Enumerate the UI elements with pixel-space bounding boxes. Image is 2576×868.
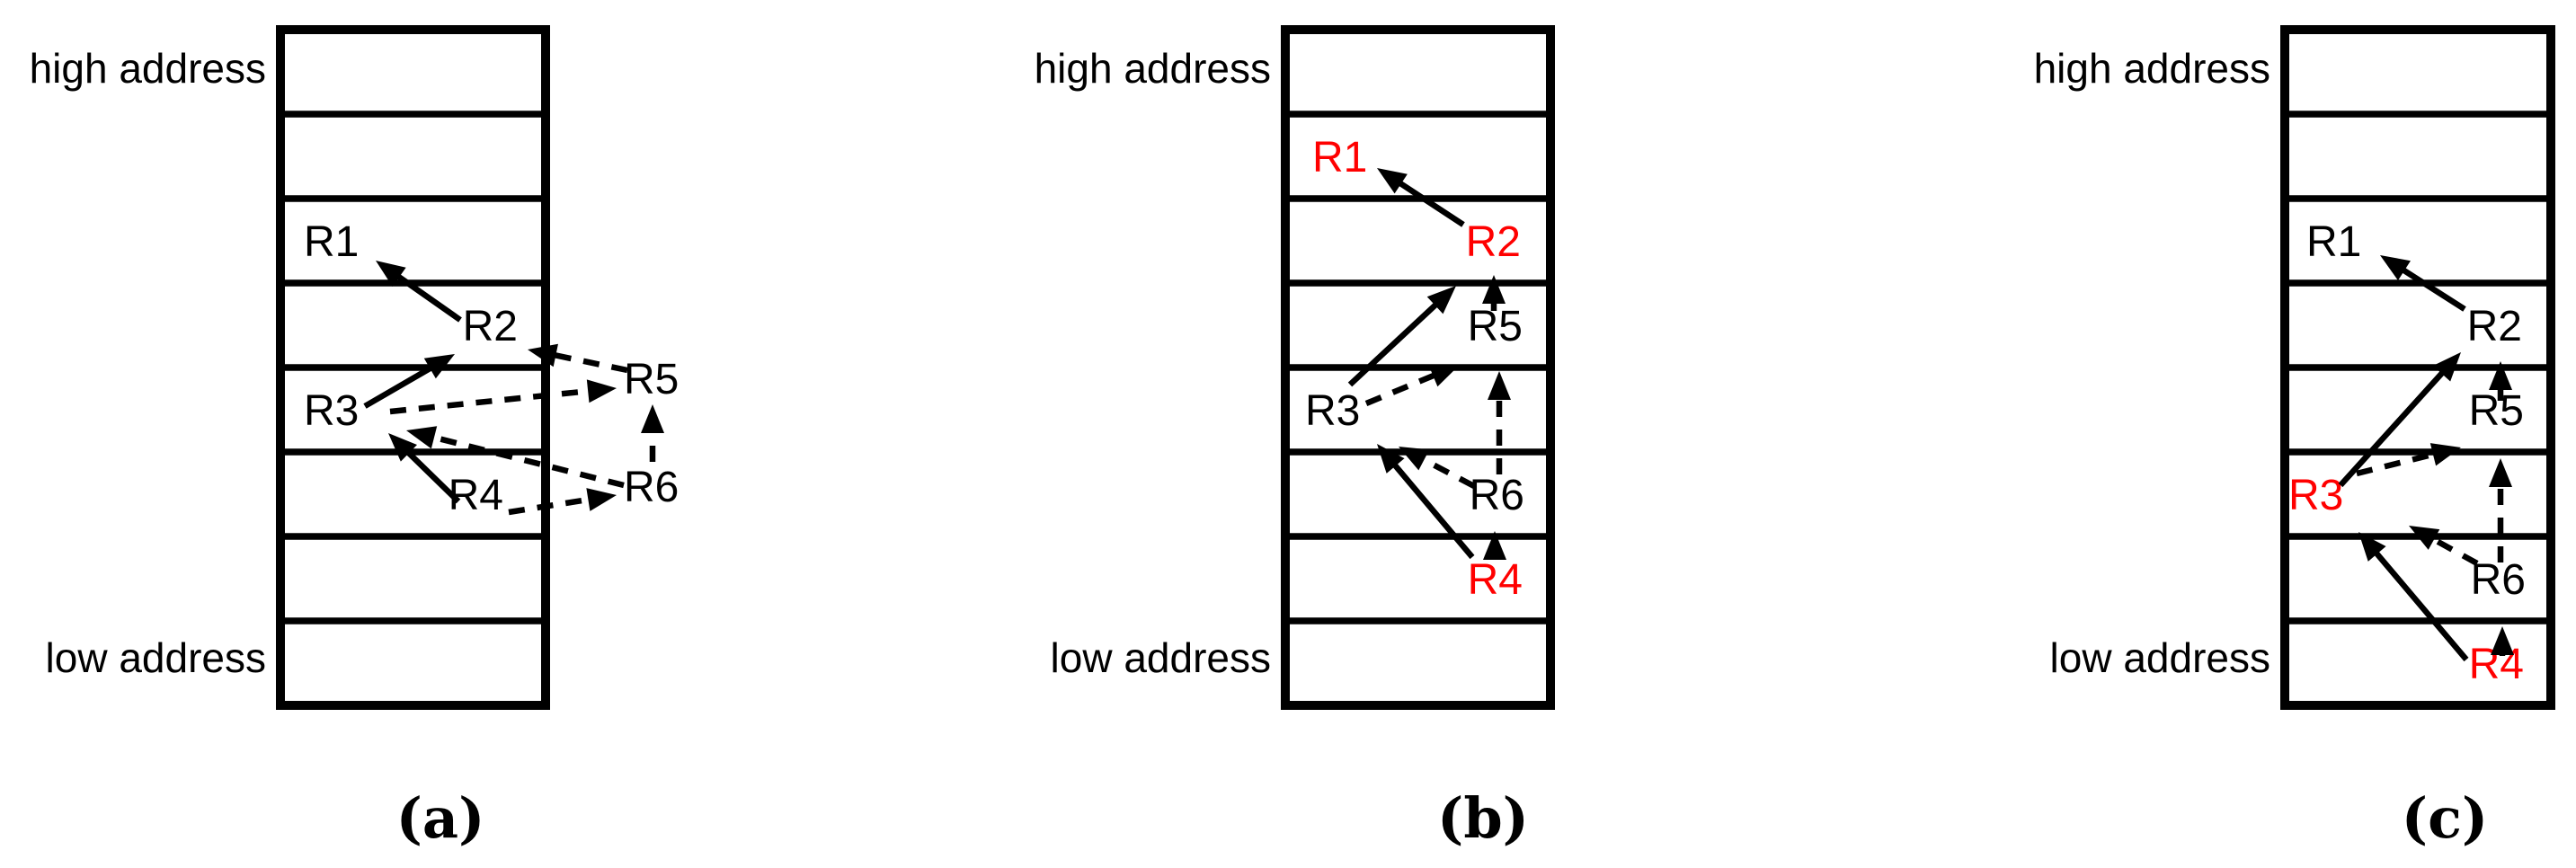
solid-arrow-a-0-head — [376, 261, 406, 288]
label-r6-a: R6 — [624, 464, 679, 511]
label-r3-a: R3 — [304, 387, 359, 435]
dashed-arrow-c-3-shaft — [2422, 531, 2479, 566]
label-r4-a: R4 — [449, 472, 503, 519]
dashed-arrow-a-3-head — [586, 488, 617, 511]
dashed-arrow-a-2-shaft — [422, 431, 625, 489]
label-r4-b: R4 — [1468, 556, 1523, 604]
low-address-label-b: low address — [1051, 634, 1271, 681]
dashed-arrow-c-4-head — [2491, 626, 2514, 655]
label-r2-b: R2 — [1466, 218, 1521, 266]
label-r6-c: R6 — [2471, 556, 2526, 604]
solid-arrow-c-1-head — [2432, 352, 2461, 382]
solid-arrow-b-2-shaft — [1385, 455, 1475, 560]
dashed-arrow-a-1-shaft — [389, 386, 600, 415]
caption-c: (c) — [2402, 785, 2488, 851]
dashed-arrow-a-1-head — [586, 379, 617, 403]
dashed-arrow-a-0-shaft — [544, 350, 628, 374]
high-address-label-c: high address — [2034, 45, 2270, 92]
dashed-arrow-c-1-head — [2429, 443, 2461, 466]
solid-arrow-b-4-head — [1483, 531, 1506, 560]
high-address-label-a: high address — [30, 45, 266, 92]
label-r3-b: R3 — [1305, 387, 1360, 435]
label-r1-a: R1 — [304, 218, 359, 266]
solid-arrow-c-2-head — [2358, 532, 2386, 562]
solid-arrow-b-0-head — [1377, 168, 1408, 194]
dashed-arrow-b-0-shaft — [1364, 368, 1445, 407]
dashed-arrow-b-0-head — [1428, 365, 1460, 387]
dashed-arrow-a-4-head — [641, 404, 664, 433]
solid-arrow-b-0-shaft — [1390, 174, 1465, 227]
solid-arrow-c-1-shaft — [2338, 363, 2452, 488]
label-r2-c: R2 — [2467, 303, 2522, 350]
dashed-arrow-c-1-shaft — [2356, 448, 2446, 477]
low-address-label-a: low address — [46, 634, 266, 681]
label-r1-c: R1 — [2306, 218, 2361, 266]
dashed-arrow-c-0-head — [2489, 361, 2512, 390]
caption-a: (a) — [396, 785, 485, 851]
solid-arrow-a-0-shaft — [387, 268, 462, 323]
dashed-arrow-b-2-head — [1488, 371, 1511, 400]
solid-arrow-c-0-shaft — [2393, 261, 2466, 312]
dashed-arrow-a-0-head — [528, 343, 558, 368]
dashed-arrow-c-2-head — [2489, 458, 2512, 487]
solid-arrow-a-1-shaft — [363, 359, 442, 409]
solid-arrow-a-2-shaft — [398, 443, 461, 504]
dashed-arrow-a-2-head — [406, 426, 438, 449]
dashed-arrow-c-3-head — [2409, 526, 2440, 550]
solid-arrow-a-2-head — [388, 433, 417, 462]
dashed-arrow-a-3-shaft — [508, 494, 600, 516]
label-r5-c: R5 — [2469, 387, 2524, 435]
caption-b: (b) — [1437, 785, 1529, 851]
solid-arrow-b-1-head — [1426, 286, 1456, 314]
high-address-label-b: high address — [1035, 45, 1271, 92]
solid-arrow-c-0-head — [2380, 255, 2411, 281]
label-r1-b: R1 — [1312, 134, 1367, 182]
solid-arrow-c-2-shaft — [2367, 543, 2469, 662]
dashed-arrow-b-1-shaft — [1412, 452, 1476, 489]
label-r6-b: R6 — [1470, 472, 1524, 519]
low-address-label-c: low address — [2050, 634, 2270, 681]
solid-arrow-b-1-shaft — [1347, 295, 1446, 387]
solid-arrow-a-1-head — [423, 354, 455, 379]
solid-arrow-b-2-head — [1377, 444, 1405, 474]
dashed-arrow-b-1-head — [1399, 447, 1430, 471]
label-r2-a: R2 — [463, 303, 518, 350]
label-r5-a: R5 — [624, 356, 679, 403]
label-r3-c: R3 — [2288, 472, 2343, 519]
solid-arrow-b-3-head — [1482, 275, 1506, 304]
